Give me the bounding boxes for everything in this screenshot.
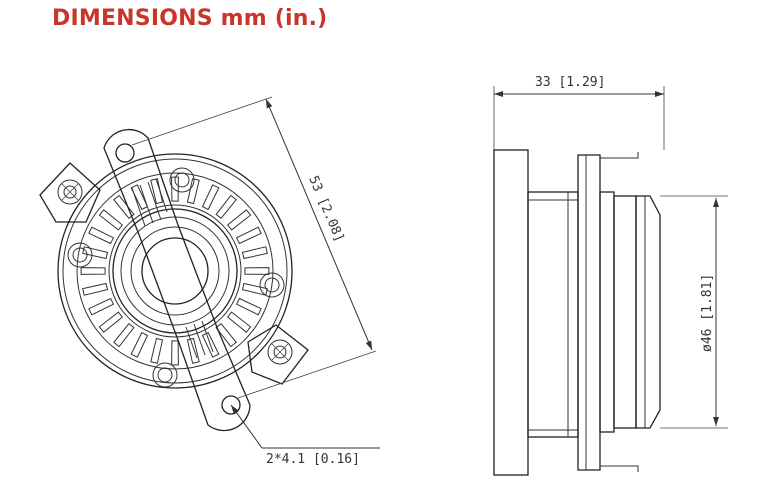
vent-slot xyxy=(150,178,164,205)
mounting-bracket xyxy=(103,128,251,432)
vent-ring-inner xyxy=(108,204,242,338)
front-view: 53 [2.08] 2*4.1 [0.16] xyxy=(39,96,380,467)
vent-slot xyxy=(215,194,237,219)
vent-slot xyxy=(113,323,135,348)
outer-ring xyxy=(57,153,293,389)
front-flange xyxy=(493,149,529,476)
vent-ring-outer xyxy=(76,172,274,370)
dim-holes-label: 2*4.1 [0.16] xyxy=(266,452,360,467)
side-bracket xyxy=(577,154,601,471)
vent-slot xyxy=(241,246,268,260)
vent-slot xyxy=(88,226,115,245)
dim-diagonal-label: 53 [2.08] xyxy=(305,174,346,245)
vent-slot xyxy=(235,226,262,245)
vent-slot xyxy=(215,323,237,348)
throat-outer xyxy=(130,226,220,316)
rear-cap xyxy=(635,195,661,429)
vent-slot xyxy=(235,297,262,316)
vent-slot xyxy=(171,340,179,366)
title-unit: mm (in.) xyxy=(220,6,328,31)
throat xyxy=(141,237,209,305)
vent-slot xyxy=(201,331,220,358)
vent-slot xyxy=(98,209,123,231)
vent-slot xyxy=(80,267,106,275)
vent-slot xyxy=(186,337,200,364)
vent-slot xyxy=(244,267,270,275)
vent-slot xyxy=(171,176,179,202)
inner-ring xyxy=(112,208,238,334)
outer-ring-inner xyxy=(62,158,288,384)
dim-diameter-label: ø46 [1.81] xyxy=(700,274,715,352)
dimension-holes: 2*4.1 [0.16] xyxy=(230,404,380,467)
dim-width-label: 33 [1.29] xyxy=(535,75,605,90)
vent-slot xyxy=(130,331,149,358)
inner-ring-2 xyxy=(120,216,230,326)
vent-slot xyxy=(113,194,135,219)
dimension-diagonal: 53 [2.08] xyxy=(131,96,377,399)
title-text: DIMENSIONS xyxy=(52,6,213,31)
vent-slot xyxy=(88,297,115,316)
vent-slot xyxy=(98,311,123,333)
page-title: DIMENSIONS mm (in.) xyxy=(52,6,327,31)
vent-slot xyxy=(186,178,200,205)
mount-hole-top xyxy=(115,143,135,163)
body xyxy=(527,191,579,438)
vent-slot xyxy=(150,337,164,364)
vent-slot xyxy=(227,209,252,231)
terminal-left xyxy=(39,162,101,223)
side-view: 33 [1.29] ø46 [1.81] xyxy=(493,75,728,476)
vent-slot xyxy=(227,311,252,333)
vent-slot xyxy=(82,282,109,296)
vent-slot xyxy=(201,184,220,211)
vent-slot xyxy=(130,184,149,211)
vent-slot xyxy=(82,246,109,260)
